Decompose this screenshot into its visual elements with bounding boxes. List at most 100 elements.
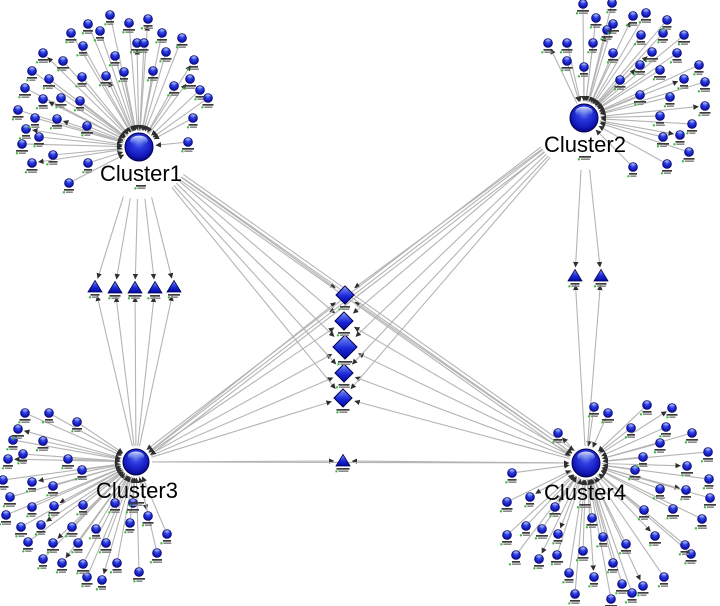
edge-hub-to-leaf[interactable]: [108, 81, 133, 133]
edge-leaf-to-hub[interactable]: [529, 474, 575, 523]
edge-leaf-to-hub[interactable]: [582, 479, 588, 547]
edge-leaf-to-hub[interactable]: [84, 50, 132, 133]
edge-leaf-to-hub[interactable]: [597, 408, 644, 452]
edge-hub-to-leaf[interactable]: [596, 474, 651, 532]
edge-leaf-to-hub[interactable]: [592, 17, 644, 104]
cluster-label-cluster3[interactable]: Cluster3: [96, 478, 178, 503]
edge-leaf-to-hub[interactable]: [602, 443, 656, 460]
edge-leaf-to-hub[interactable]: [142, 56, 166, 131]
edge-leaf-to-hub[interactable]: [52, 81, 126, 138]
edge-hub-to-triangle[interactable]: [573, 169, 582, 268]
edge-hub-to-diamond[interactable]: [151, 400, 332, 458]
edge-leaf-to-hub[interactable]: [510, 474, 574, 533]
edge-hub-to-leaf[interactable]: [48, 101, 125, 141]
triangle-node[interactable]: [166, 279, 182, 293]
edge-leaf-to-hub[interactable]: [86, 471, 124, 503]
cluster-label-cluster1[interactable]: Cluster1: [100, 161, 182, 186]
edge-hub-to-triangle[interactable]: [95, 295, 133, 447]
triangle-node[interactable]: [87, 279, 103, 293]
edge-hub-to-leaf[interactable]: [102, 476, 133, 575]
edge-hub-to-triangle[interactable]: [138, 295, 174, 447]
edge-leaf-to-hub[interactable]: [89, 28, 134, 132]
diamond-node[interactable]: [334, 311, 354, 331]
edge-leaf-to-hub[interactable]: [151, 92, 197, 136]
edge-leaf-to-hub[interactable]: [107, 476, 132, 539]
edge-leaf-to-hub[interactable]: [599, 96, 636, 113]
edge-hub-to-leaf[interactable]: [595, 69, 636, 108]
edge-leaf-to-hub[interactable]: [590, 57, 612, 103]
cluster-label-cluster2[interactable]: Cluster2: [544, 132, 626, 157]
edge-leaf-to-hub[interactable]: [592, 417, 607, 448]
edge-hub-to-leaf[interactable]: [561, 437, 576, 452]
edge-leaf-to-hub[interactable]: [589, 479, 613, 559]
edge-leaf-to-hub[interactable]: [153, 119, 189, 140]
edge-leaf-to-hub[interactable]: [64, 100, 125, 139]
edge-hub-to-diamond[interactable]: [355, 153, 547, 337]
edge-leaf-to-hub[interactable]: [574, 479, 587, 590]
triangle-node[interactable]: [147, 280, 163, 294]
edge-leaf-to-hub[interactable]: [152, 100, 205, 138]
edge-leaf-to-hub[interactable]: [595, 83, 617, 107]
edge-leaf-to-hub[interactable]: [599, 66, 695, 112]
edge-leaf-to-hub[interactable]: [140, 37, 162, 131]
edge-leaf-to-hub[interactable]: [39, 118, 123, 144]
edge-leaf-to-hub[interactable]: [601, 467, 656, 488]
edge-leaf-to-hub[interactable]: [597, 55, 674, 109]
edge-hub-to-diamond[interactable]: [354, 399, 570, 460]
triangle-node[interactable]: [593, 268, 609, 282]
edge-leaf-to-hub[interactable]: [600, 97, 666, 116]
edge-leaf-to-hub[interactable]: [124, 76, 138, 131]
edge-hub-to-leaf[interactable]: [535, 470, 573, 495]
edge-hub-to-hub[interactable]: [182, 173, 575, 452]
edge-leaf-to-hub[interactable]: [25, 469, 123, 525]
edge-hub-to-leaf[interactable]: [147, 65, 191, 134]
triangle-node[interactable]: [107, 280, 123, 294]
edge-leaf-to-hub[interactable]: [31, 471, 124, 540]
edge-hub-to-leaf[interactable]: [559, 477, 581, 529]
edge-hub-to-triangle[interactable]: [113, 296, 135, 447]
edge-hub-to-leaf[interactable]: [148, 83, 187, 135]
edge-leaf-to-hub[interactable]: [155, 141, 184, 148]
edge-leaf-to-hub[interactable]: [511, 470, 572, 501]
edge-leaf-to-hub[interactable]: [84, 80, 129, 135]
edge-leaf-to-hub[interactable]: [600, 470, 669, 508]
edge-leaf-to-hub[interactable]: [65, 64, 129, 135]
edge-hub-to-hub[interactable]: [150, 151, 546, 456]
cluster-label-cluster4[interactable]: Cluster4: [544, 480, 626, 505]
edge-leaf-to-hub[interactable]: [92, 151, 124, 163]
edge-hub-to-leaf[interactable]: [62, 120, 125, 143]
edge-leaf-to-hub[interactable]: [601, 428, 662, 457]
edge-hub-to-diamond[interactable]: [358, 353, 571, 457]
edge-hub-to-diamond[interactable]: [354, 376, 571, 458]
diamond-node[interactable]: [335, 285, 355, 305]
triangle-node[interactable]: [335, 453, 351, 467]
triangle-node[interactable]: [567, 268, 583, 282]
edge-hub-to-hub[interactable]: [151, 460, 570, 466]
edge-leaf-to-hub[interactable]: [137, 47, 145, 131]
edge-leaf-to-hub[interactable]: [116, 475, 130, 499]
edge-leaf-to-hub[interactable]: [600, 114, 656, 121]
triangle-node[interactable]: [127, 280, 143, 294]
edge-leaf-to-hub[interactable]: [516, 463, 570, 473]
edge-leaf-to-hub[interactable]: [101, 35, 135, 132]
edge-hub-to-leaf[interactable]: [32, 128, 124, 146]
edge-leaf-to-hub[interactable]: [598, 72, 657, 110]
edge-leaf-to-hub[interactable]: [144, 42, 181, 132]
edge-hub-to-diamond[interactable]: [354, 326, 572, 455]
edge-hub-to-leaf[interactable]: [23, 429, 122, 459]
edge-leaf-to-hub[interactable]: [595, 129, 630, 164]
edge-leaf-to-hub[interactable]: [586, 411, 594, 447]
edge-leaf-to-hub[interactable]: [80, 424, 124, 454]
edge-hub-to-triangle[interactable]: [589, 169, 603, 268]
edge-hub-to-triangle[interactable]: [586, 284, 603, 447]
edge-hub-to-diamond[interactable]: [350, 157, 551, 390]
edge-leaf-to-hub[interactable]: [602, 463, 631, 470]
edge-hub-to-hub[interactable]: [181, 176, 573, 454]
edge-leaf-to-hub[interactable]: [583, 47, 593, 102]
edge-leaf-to-hub[interactable]: [567, 65, 581, 103]
edge-leaf-to-hub[interactable]: [600, 469, 698, 518]
edge-leaf-to-hub[interactable]: [147, 90, 172, 133]
edge-hub-to-leaf[interactable]: [599, 120, 674, 136]
edge-hub-to-triangle[interactable]: [132, 198, 139, 280]
